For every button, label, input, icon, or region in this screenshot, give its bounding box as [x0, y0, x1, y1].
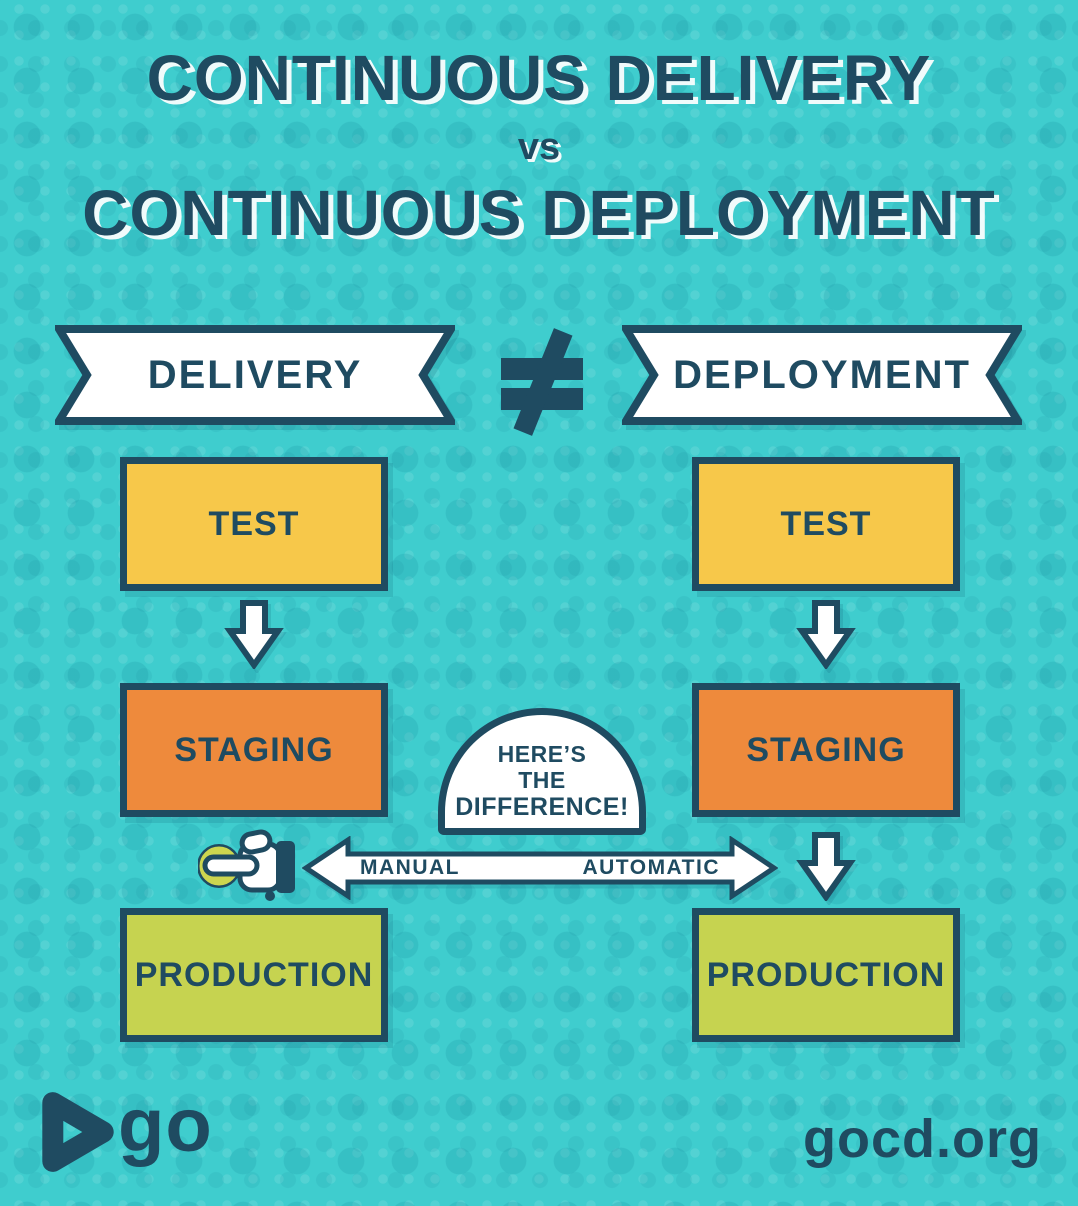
deployment-staging-label: STAGING — [746, 730, 906, 769]
double-arrow-icon — [302, 836, 778, 900]
go-logo-icon — [42, 1092, 114, 1172]
deployment-production-label: PRODUCTION — [706, 955, 946, 994]
down-arrow-icon — [796, 600, 856, 669]
delivery-staging-label: STAGING — [174, 730, 334, 769]
ribbon-icon — [55, 325, 455, 425]
delivery-production-box: PRODUCTION — [120, 908, 388, 1042]
deployment-test-box: TEST — [692, 457, 960, 591]
manual-label: MANUAL — [360, 856, 460, 879]
delivery-test-box: TEST — [120, 457, 388, 591]
title-line-1: CONTINUOUS DELIVERY — [146, 42, 932, 114]
down-arrow-icon — [796, 832, 856, 901]
banner-deployment: DEPLOYMENT — [622, 325, 1022, 425]
title-block: CONTINUOUS DELIVERY vs CONTINUOUS DEPLOY… — [0, 0, 1078, 245]
not-equal-symbol: ≠ — [587, 326, 588, 327]
banner-deployment-label: DEPLOYMENT — [673, 352, 971, 397]
automatic-label: AUTOMATIC — [582, 856, 720, 879]
website-url: gocd.org — [803, 1109, 1042, 1169]
press-button-icon — [197, 828, 302, 904]
difference-badge: HERE’S THE DIFFERENCE! — [438, 708, 646, 835]
delivery-staging-box: STAGING — [120, 683, 388, 817]
deployment-production-box: PRODUCTION — [692, 908, 960, 1042]
transition-arrow: MANUAL AUTOMATIC — [302, 836, 778, 900]
not-equal-icon: ≠ — [497, 326, 587, 438]
deployment-staging-box: STAGING — [692, 683, 960, 817]
title-vs: vs — [517, 126, 561, 168]
delivery-test-label: TEST — [208, 504, 300, 543]
difference-badge-line-1: HERE’S — [497, 740, 587, 767]
deployment-test-label: TEST — [780, 504, 872, 543]
difference-badge-line-2: THE — [518, 766, 566, 793]
banner-delivery: DELIVERY — [55, 325, 455, 425]
ribbon-icon — [622, 325, 1022, 425]
difference-badge-line-3: DIFFERENCE! — [455, 792, 629, 821]
delivery-production-label: PRODUCTION — [134, 955, 374, 994]
go-logo-text: go — [118, 1083, 213, 1168]
down-arrow-icon — [224, 600, 284, 669]
banner-delivery-label: DELIVERY — [147, 352, 363, 397]
title-line-2: CONTINUOUS DEPLOYMENT — [82, 177, 996, 249]
